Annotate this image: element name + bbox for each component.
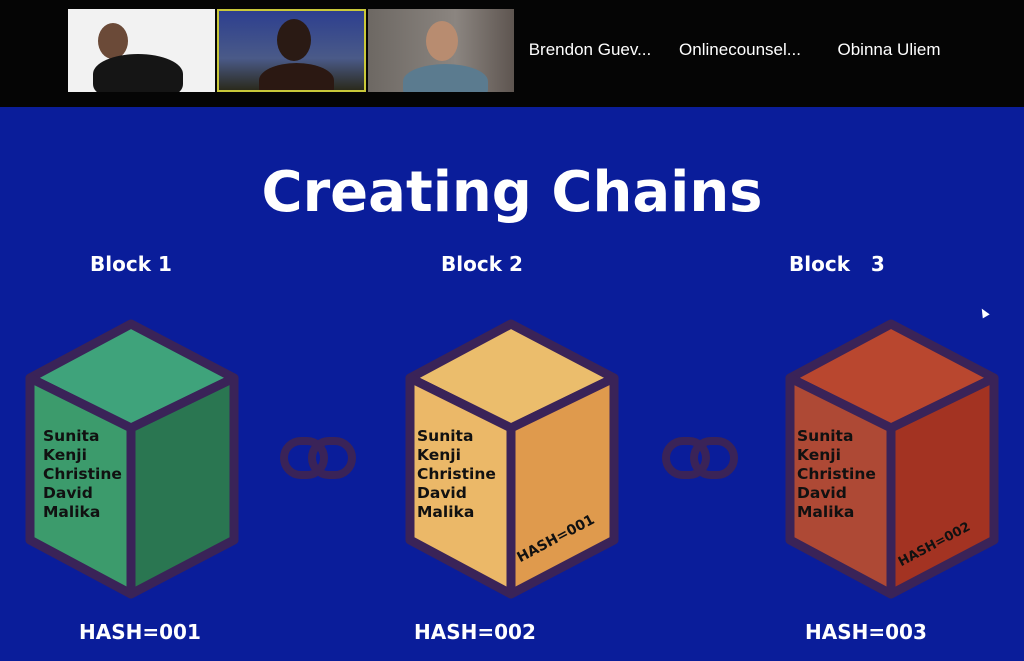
block-label: Block 1	[90, 252, 172, 276]
name: David	[797, 484, 847, 502]
block-label: Block 3	[789, 252, 885, 276]
video-tile-active-speaker[interactable]	[217, 9, 366, 92]
block-label: Block 2	[441, 252, 523, 276]
participant-name[interactable]: Brendon Guev...	[528, 40, 652, 59]
name: Malika	[797, 503, 855, 521]
name: Christine	[43, 465, 122, 483]
slide-title: Creating Chains	[261, 160, 763, 225]
block-hash: HASH=003	[805, 620, 927, 644]
chain-link-icon	[280, 437, 356, 479]
participant-name[interactable]: Obinna Uliem	[837, 40, 941, 59]
name: Kenji	[417, 446, 461, 464]
name: Malika	[43, 503, 101, 521]
name: Christine	[797, 465, 876, 483]
block-names: Sunita Kenji Christine David Malika	[43, 427, 122, 522]
name: David	[417, 484, 467, 502]
name: Sunita	[797, 427, 854, 445]
block-names: Sunita Kenji Christine David Malika	[417, 427, 496, 522]
name: Sunita	[43, 427, 100, 445]
video-tile[interactable]	[68, 9, 215, 92]
cube-right-face	[126, 373, 239, 599]
video-tile[interactable]	[368, 9, 514, 92]
name: Malika	[417, 503, 475, 521]
cube-right-face	[506, 373, 619, 599]
block-hash: HASH=001	[79, 620, 201, 644]
cube-right-face	[886, 373, 999, 599]
block-hash: HASH=002	[414, 620, 536, 644]
chain-link-icon	[662, 437, 738, 479]
name: Christine	[417, 465, 496, 483]
participant-strip: Brendon Guev... Onlinecounsel... Obinna …	[0, 0, 1024, 107]
participant-name[interactable]: Onlinecounsel...	[679, 40, 801, 59]
name: Kenji	[797, 446, 841, 464]
block-names: Sunita Kenji Christine David Malika	[797, 427, 876, 522]
name: David	[43, 484, 93, 502]
name: Kenji	[43, 446, 87, 464]
name: Sunita	[417, 427, 474, 445]
